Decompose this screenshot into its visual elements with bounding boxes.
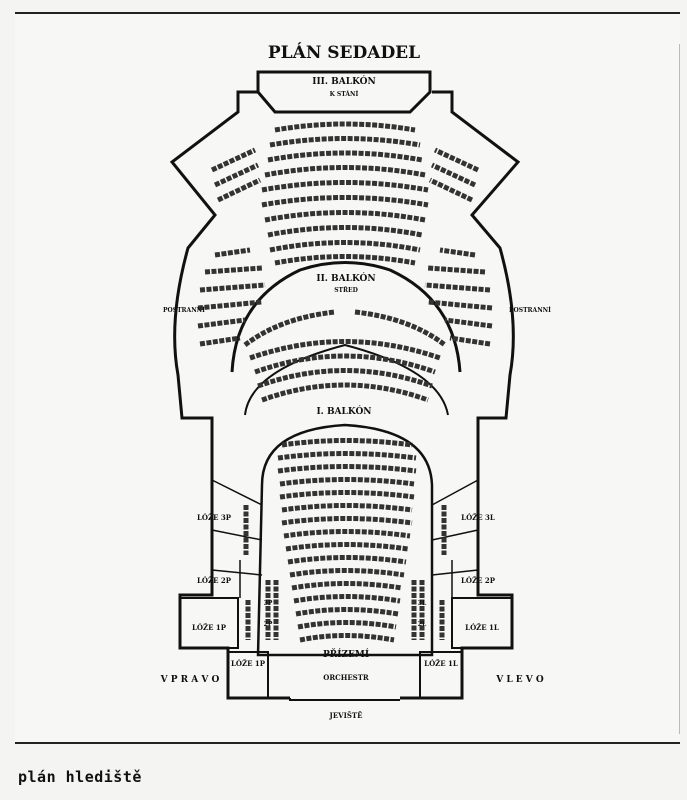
- stall-3p-label: 3P: [264, 600, 273, 607]
- third-balcony-seats: [210, 121, 480, 266]
- second-balcony-label: II. BALKÓN: [316, 272, 375, 284]
- first-balcony-label: I. BALKÓN: [316, 405, 371, 417]
- stall-3l-label: 3L: [418, 600, 427, 607]
- balcony-two-inner-arc: [230, 261, 462, 373]
- stage-line: [289, 698, 400, 701]
- box-low-l-label: LÓŽE 1L: [424, 659, 458, 668]
- second-balcony-side-seats: [197, 247, 493, 347]
- third-balcony-top: [256, 70, 432, 114]
- stage-label: JEVIŠTĚ: [329, 711, 363, 720]
- box-low-p-outline: [227, 651, 269, 699]
- second-balcony-center-label: STŘED: [334, 287, 358, 294]
- box-seats: [243, 505, 447, 640]
- box-low-l-outline: [419, 651, 463, 699]
- balcony-one-rail: [244, 343, 449, 416]
- outer-wall-right: [400, 90, 521, 700]
- box-low-p-label: LÓŽE 1P: [231, 659, 266, 668]
- plan-caption: plán hlediště: [18, 768, 142, 786]
- standing-label: K STÁNÍ: [330, 91, 359, 98]
- orchestra-label: ORCHESTR: [323, 673, 369, 682]
- box-1l-label: LÓŽE 1L: [465, 623, 499, 632]
- box-1p-label: LÓŽE 1P: [192, 623, 227, 632]
- stalls-outline: [256, 423, 434, 657]
- third-balcony-label: III. BALKÓN: [312, 75, 375, 87]
- left-side-label: V L E V O: [495, 675, 544, 685]
- box-1l-outline: [451, 597, 513, 649]
- outer-wall-left: [169, 90, 290, 700]
- box-2p-label: LÓŽE 2P: [197, 576, 232, 585]
- stall-2l-label: 2L: [418, 621, 427, 628]
- side-left-label: POSTRANNÍ: [163, 307, 205, 314]
- box-3p-label: LÓŽE 3P: [197, 513, 232, 522]
- ground-floor-label: PŘÍZEMÍ: [323, 648, 369, 660]
- stall-2p-label: 2P: [264, 621, 273, 628]
- stalls-seats: [277, 438, 417, 643]
- first-balcony-seats: [243, 309, 447, 403]
- plan-title: PLÁN SEDADEL: [268, 42, 420, 63]
- box-3l-label: LÓŽE 3L: [461, 513, 495, 522]
- side-right-label: POSTRANNÍ: [509, 307, 551, 314]
- box-1p-outline: [179, 597, 239, 649]
- right-side-label: V P R A V O: [160, 675, 220, 685]
- box-2l-label: LÓŽE 2P: [461, 576, 496, 585]
